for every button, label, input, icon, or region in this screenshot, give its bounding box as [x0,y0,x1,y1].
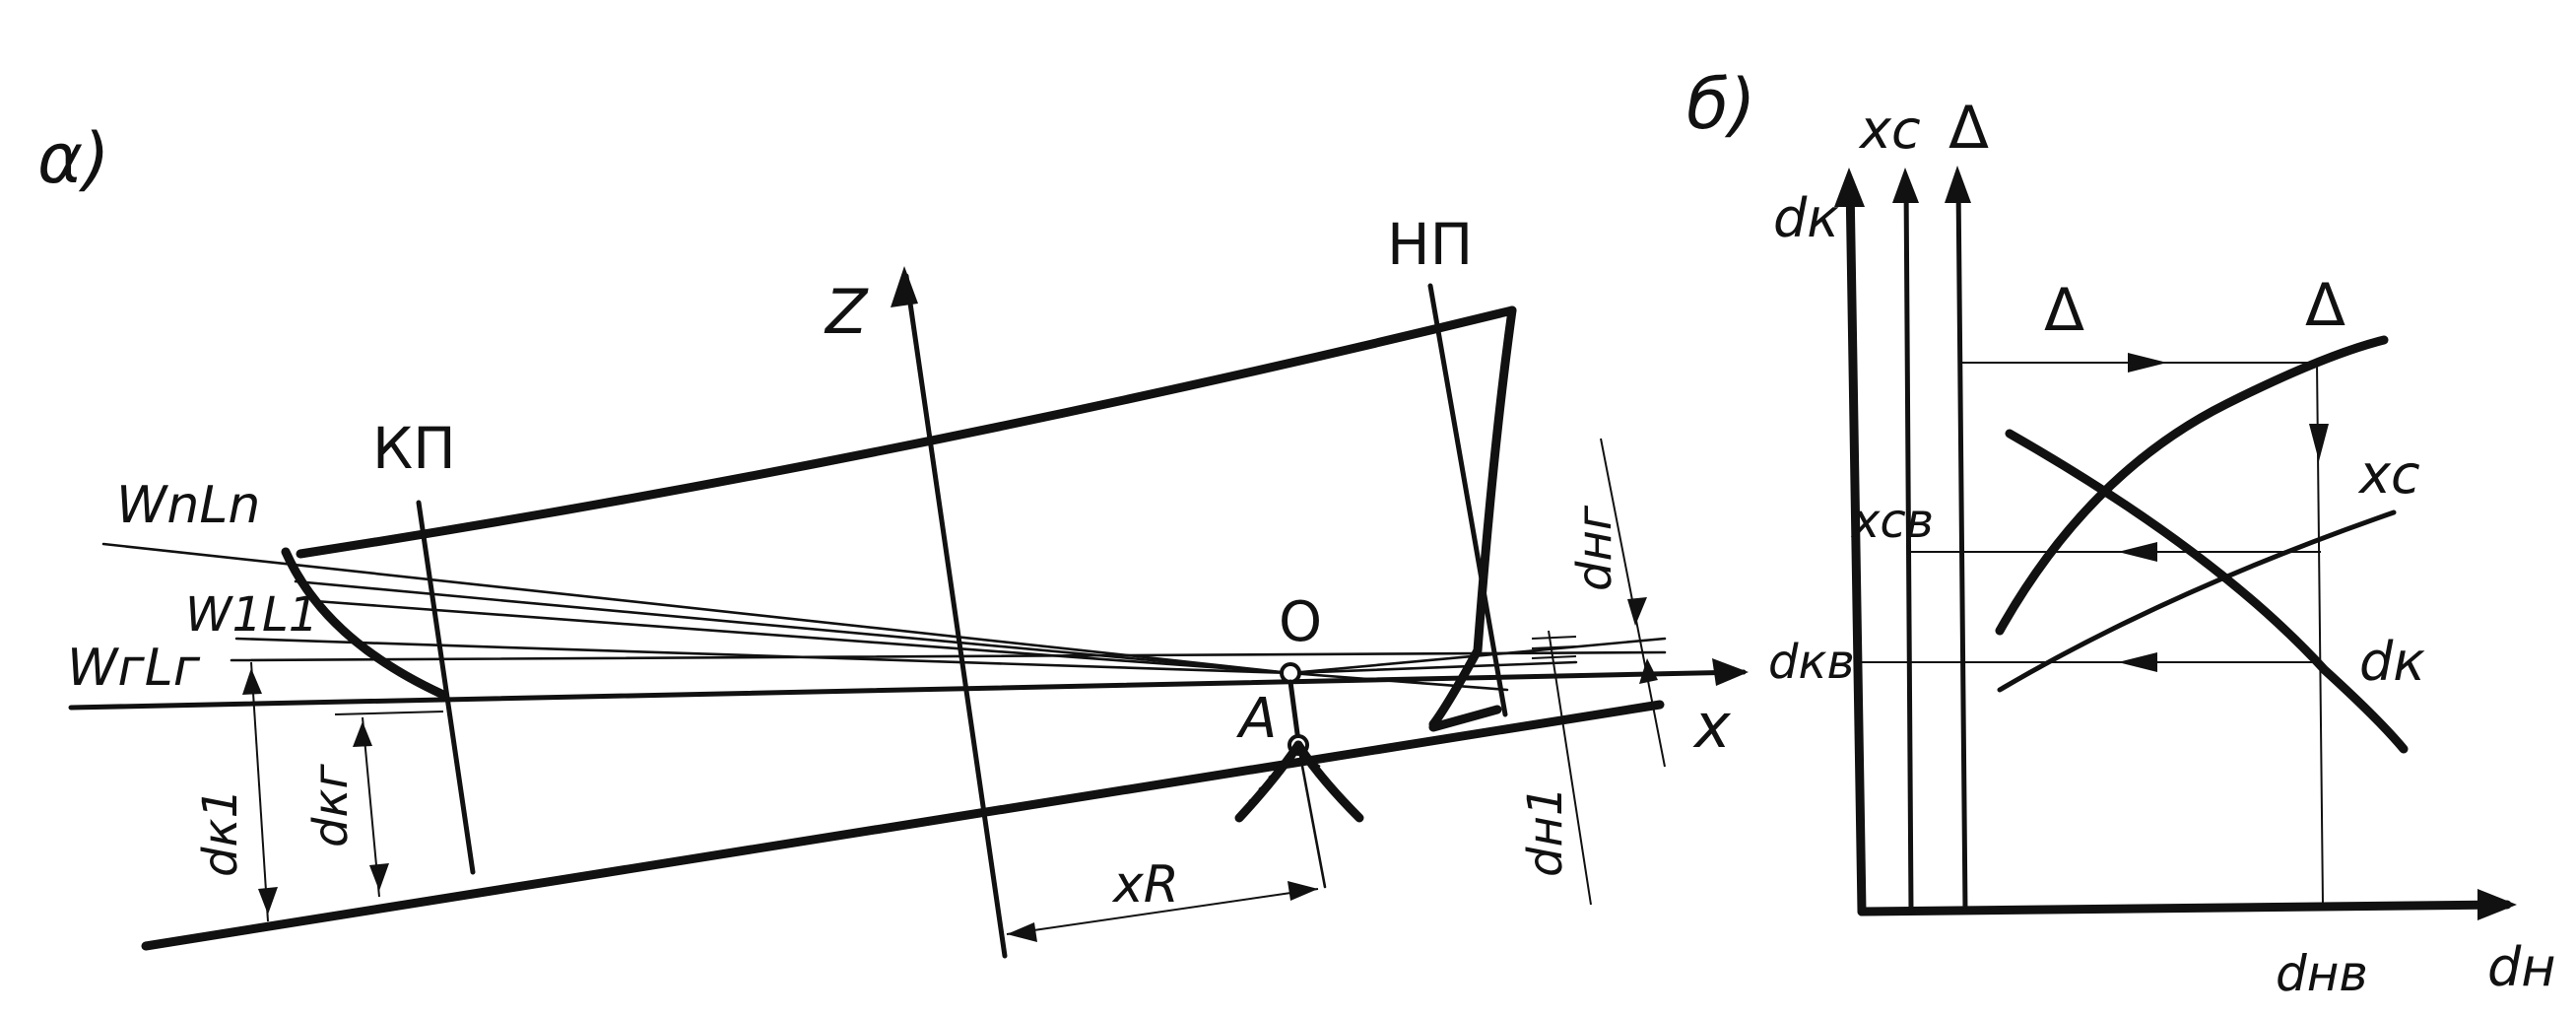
z-axis-arrowhead [891,266,918,307]
keel-line [141,700,1665,951]
read-dkb-label: dкв [1768,635,1855,690]
dk-axis-line [1845,177,1867,916]
delta-axis-line [1955,179,1968,915]
waterline-1-label: W1L1 [185,587,318,643]
read-dnb-arrow [2309,424,2329,461]
panel-a-label: α) [37,118,109,199]
dim-k1: dк1 [193,661,278,922]
point-o-marker [1280,662,1301,684]
curve-delta-label: Δ [2305,271,2345,340]
point-o-label: O [1279,590,1322,654]
curve-dk [2005,429,2409,754]
read-dnb-label: dнв [2276,945,2368,1002]
support-symbol [1234,740,1364,889]
forward-perpendicular-label: НП [1387,211,1473,278]
waterline-n [101,542,1292,675]
xc-axis-line [1903,179,1914,915]
waterline-g [230,650,1667,662]
dk-axis-arrowhead [1834,168,1865,207]
waterline-1-bow [1288,637,1667,675]
waterline-n-label: WnLn [116,476,260,535]
dim-k1-label: dк1 [193,788,248,877]
read-delta-label: Δ [2044,276,2084,345]
dn-axis-line [1857,900,2512,916]
dim-kg-label: dкг [303,764,359,848]
dn-axis-label: dн [2487,936,2556,998]
panel-b: б) dн dк xc Δ Δ xc dк Δ xcв [1686,64,2556,1002]
xc-axis-arrowhead [1892,168,1919,203]
x-axis-arrowhead [1712,658,1749,686]
bow-stem-low [1428,705,1502,732]
x-axis-label: x [1692,690,1732,762]
forward-perpendicular-line [1427,283,1508,717]
delta-axis-arrowhead [1945,166,1971,203]
waterline-2 [294,579,1292,675]
curve-dk-label: dк [2359,631,2425,693]
z-axis-line [903,273,1008,959]
dn-axis-arrowhead [2477,889,2517,920]
delta-axis-label: Δ [1949,94,1989,163]
waterline-3-bow [1288,660,1578,675]
dim-ng-label: dнг [1567,505,1622,591]
dim-kg: dкг [303,711,444,898]
o-to-a-link [1288,679,1301,744]
z-axis-label: Z [824,276,869,348]
waterline-g-label: WгLг [67,639,201,698]
point-a-label: A [1236,687,1277,751]
xc-axis-label: xc [1858,99,1921,161]
waterline-1 [234,637,1292,675]
aft-perpendicular-line [416,500,476,875]
waterline-n-bow [1288,671,1509,692]
dim-n1-label: dн1 [1518,786,1573,877]
read-xcb-label: xcв [1850,494,1934,549]
dim-xr-label: xR [1111,855,1179,915]
dim-ng: dнг [1567,438,1666,768]
aft-perpendicular-label: КП [372,415,456,482]
curve-xc-label: xc [2357,443,2420,506]
panel-a: α) x Z НП КП WnLn W1L1 [37,118,1749,959]
read-xcb-arrow [2118,542,2157,562]
stern-profile [281,547,448,700]
dim-n1: dн1 [1518,630,1592,906]
dim-xr: xR [1006,855,1319,942]
sheer-line [296,305,1517,559]
read-delta-arrow [2128,353,2167,373]
waterline-3 [313,599,1292,675]
read-dkb-arrow [2118,652,2157,672]
curve-xc [1997,509,2397,693]
panel-b-label: б) [1686,64,1755,145]
dk-axis-label: dк [1773,187,1839,249]
curve-delta [1995,335,2389,636]
